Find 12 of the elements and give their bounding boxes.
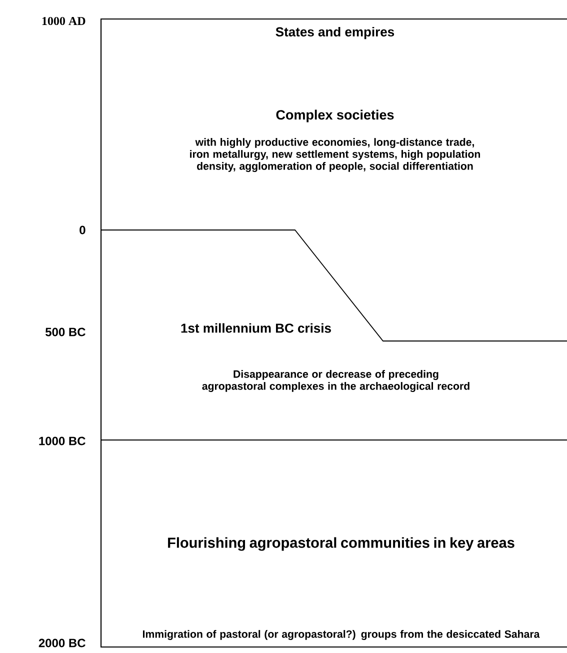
- period-description: Immigration of pastoral (or agropastoral?) groups from the desiccated Sahara: [143, 630, 540, 640]
- axis-label: 0: [80, 226, 86, 234]
- period-description: with highly productive economies, long-distance trade, iron metallurgy, new settlement systems, high population density, agglomeration of people, social differentiation: [190, 138, 480, 172]
- axis-label: 1000 BC: [39, 436, 86, 446]
- axis-label: 500 BC: [46, 328, 86, 336]
- axis-label: 2000 BC: [38, 638, 86, 648]
- axis-label: 1000 AD: [42, 16, 86, 26]
- period-heading: Flourishing agropastoral communities in key areas: [168, 537, 514, 551]
- period-heading: 1st millennium BC crisis: [181, 323, 331, 333]
- period-heading: Complex societies: [276, 110, 394, 122]
- period-description: Disappearance or decrease of preceding agropastoral complexes in the archaeological record: [202, 370, 470, 392]
- period-heading: States and empires: [276, 26, 394, 40]
